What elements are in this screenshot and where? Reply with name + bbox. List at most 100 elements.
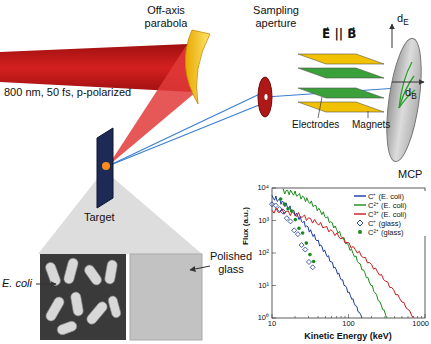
x-tick <box>318 316 319 318</box>
legend-entry: C²⁺ (E. coli) <box>354 200 430 209</box>
x-tick <box>295 316 296 318</box>
data-marker <box>295 232 300 237</box>
data-marker <box>308 253 312 257</box>
spectrum-chart <box>270 188 426 318</box>
axis-title: Kinetic Energy (keV) <box>304 331 392 341</box>
tick-label: 10 <box>268 320 276 329</box>
x-tick <box>341 316 342 318</box>
data-marker <box>273 203 278 208</box>
legend-text: C³⁺ (E. coli) <box>368 209 406 219</box>
data-marker <box>279 197 283 201</box>
data-marker <box>297 226 301 230</box>
legend-marker <box>357 220 363 226</box>
x-tick <box>417 316 418 318</box>
target-plate <box>97 128 113 208</box>
x-tick <box>371 316 372 318</box>
pointer-arrows <box>36 266 210 284</box>
data-marker <box>306 259 311 264</box>
data-marker <box>303 247 308 252</box>
sample-label: Polished glass <box>206 250 256 275</box>
leader-lines <box>318 97 368 118</box>
data-marker <box>312 260 316 264</box>
legend-sample <box>354 228 366 236</box>
plot-frame <box>272 188 425 318</box>
electrode <box>298 68 384 78</box>
legend-line <box>354 195 366 196</box>
x-tick <box>331 316 332 318</box>
data-marker <box>294 218 298 222</box>
legend-text: C⁺ (E. coli) <box>368 191 404 201</box>
x-tick <box>408 316 409 318</box>
data-marker <box>310 265 315 270</box>
data-marker <box>283 202 287 206</box>
legend-entry: C⁺ (E. coli) <box>354 191 430 200</box>
legend-sample <box>354 210 366 218</box>
x-tick <box>425 314 426 318</box>
axis-title: Flux (a.u.) <box>241 207 250 245</box>
x-tick <box>421 316 422 318</box>
legend-sample <box>354 192 366 200</box>
component-label: Magnets <box>352 119 390 131</box>
chart-legend: C⁺ (E. coli)C²⁺ (E. coli)C³⁺ (E. coli)C⁺… <box>354 191 430 236</box>
parabolic-mirror <box>185 30 210 104</box>
tick-label: 10⁰ <box>258 314 269 323</box>
spectrometer <box>298 54 384 112</box>
x-tick <box>325 316 326 318</box>
component-label: Off-axis parabola <box>126 4 206 29</box>
axis-symbol: dE <box>397 12 409 28</box>
zoom-wedge <box>38 170 202 254</box>
data-marker <box>286 207 290 211</box>
y-tick <box>272 285 276 286</box>
sample-label: E. coli <box>2 277 32 290</box>
component-label: MCP <box>398 168 422 181</box>
x-tick <box>272 314 273 318</box>
tick-label: 10⁴ <box>257 184 269 193</box>
x-tick <box>344 316 345 318</box>
tick-label: 100 <box>342 320 355 329</box>
ion-beam <box>108 88 398 166</box>
data-marker <box>305 241 309 245</box>
data-marker <box>281 209 286 214</box>
glass-sample <box>130 254 202 340</box>
tick-label: 10¹ <box>258 281 269 290</box>
magnet <box>298 54 384 64</box>
legend-text: C⁺ (glass) <box>368 218 401 228</box>
detector-axes <box>392 24 424 82</box>
legend-text: C²⁺ (E. coli) <box>368 200 406 210</box>
tick-label: 10² <box>258 249 269 258</box>
legend-entry: C³⁺ (E. coli) <box>354 209 430 218</box>
component-label: Electrodes <box>292 119 339 131</box>
y-tick <box>272 220 276 221</box>
data-marker <box>301 231 305 235</box>
legend-line <box>354 213 366 214</box>
y-tick <box>272 253 276 254</box>
ecoli-micrograph <box>40 254 126 340</box>
component-label: Sampling aperture <box>236 4 316 29</box>
laser-spot <box>102 162 110 170</box>
x-tick <box>394 316 395 318</box>
data-marker <box>290 209 294 213</box>
field-label: E⃗ || B⃗ <box>322 28 356 42</box>
x-tick <box>348 314 349 318</box>
mcp-detector <box>381 37 428 164</box>
legend-sample <box>354 201 366 209</box>
component-label: Target <box>84 211 115 224</box>
laser-label: 800 nm, 50 fs, p-polarized <box>4 86 131 99</box>
tick-label: 1000 <box>412 320 429 329</box>
aperture-hole <box>264 94 267 100</box>
sampling-aperture <box>258 77 272 117</box>
spectrum-curve <box>272 195 362 318</box>
data-marker <box>288 219 293 224</box>
y-tick <box>272 318 276 319</box>
data-marker <box>299 243 304 248</box>
x-tick <box>401 316 402 318</box>
legend-line <box>354 204 366 205</box>
data-marker <box>292 228 297 233</box>
tick-label: 10³ <box>258 216 269 225</box>
data-marker <box>284 216 289 221</box>
legend-sample <box>354 219 366 227</box>
x-tick <box>384 316 385 318</box>
axis-symbol: dB <box>405 86 417 102</box>
legend-entry: C²⁺ (glass) <box>354 227 430 236</box>
